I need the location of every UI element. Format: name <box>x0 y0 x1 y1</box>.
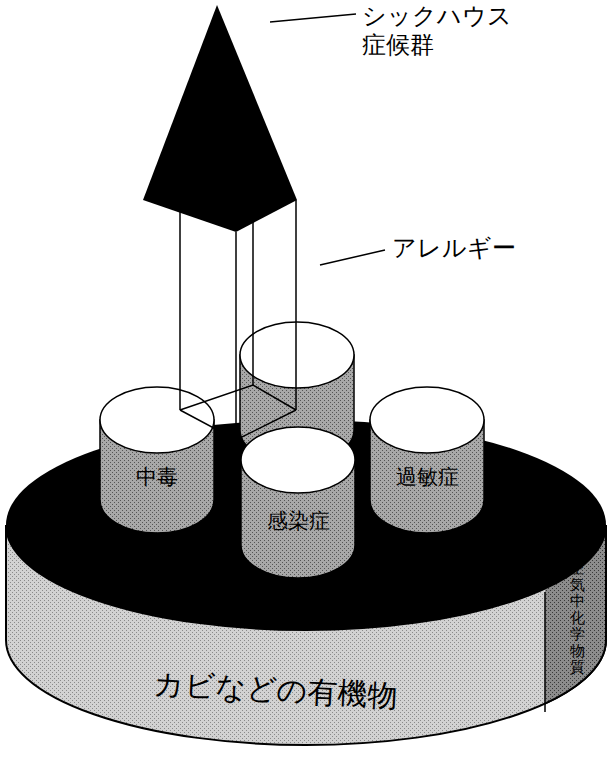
base-top <box>6 420 606 630</box>
base-vertical-label: 空気中化学物質 <box>570 560 585 676</box>
node-text: アレルギー <box>392 234 516 263</box>
pillar-label: 感染症 <box>267 509 330 534</box>
cylinder-top <box>100 387 214 453</box>
leader-line <box>320 250 385 265</box>
cylinder-top <box>241 427 355 493</box>
roof <box>143 5 297 232</box>
pillar-label: 中毒 <box>136 465 178 490</box>
pillar-label: 過敏症 <box>396 465 459 490</box>
callout-label: アレルギー <box>392 234 516 263</box>
node-text: 感染症 <box>267 509 330 534</box>
segment-divider <box>544 592 546 712</box>
node-text: 過敏症 <box>396 465 459 490</box>
leader-line <box>270 14 356 22</box>
roof-label: シックハウス 症候群 <box>362 2 522 60</box>
cylinder-top <box>240 322 354 388</box>
cylinder-top <box>370 387 484 453</box>
node-text: 中毒 <box>136 465 178 490</box>
node-text: 空気中化学物質 <box>570 560 585 676</box>
node-text: シックハウス 症候群 <box>362 2 522 60</box>
